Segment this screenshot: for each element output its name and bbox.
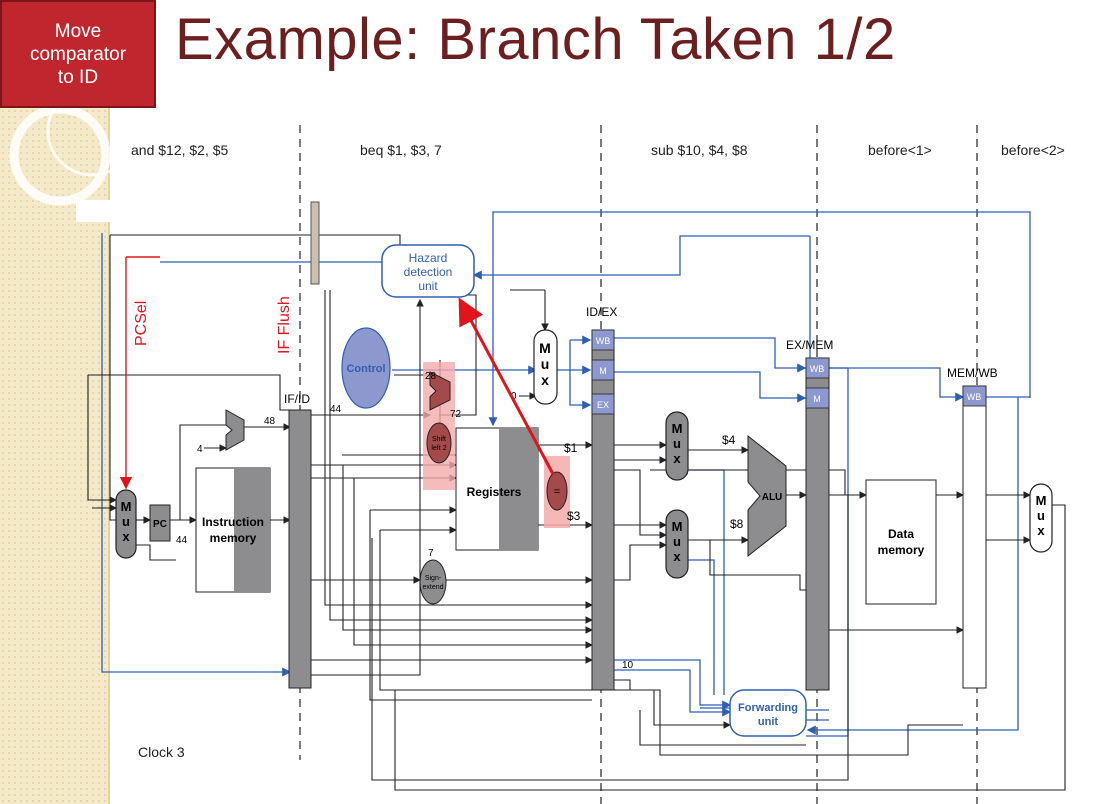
svg-text:u: u bbox=[122, 514, 130, 529]
svg-text:x: x bbox=[673, 549, 681, 564]
decorative-circles bbox=[9, 95, 138, 206]
stage-instr-wb: before<2> bbox=[1001, 142, 1065, 158]
svg-text:detection: detection bbox=[404, 265, 453, 279]
equality-comparator: = bbox=[546, 471, 568, 511]
if-id-label: IF/ID bbox=[284, 392, 310, 406]
id-ex-control-fields: WB M EX bbox=[591, 329, 615, 415]
label-72: 72 bbox=[450, 409, 462, 420]
svg-text:WB: WB bbox=[596, 336, 611, 346]
alu-mux-b: M u x bbox=[665, 509, 689, 579]
svg-text:ALU: ALU bbox=[762, 492, 783, 503]
svg-text:Shift: Shift bbox=[432, 436, 446, 443]
svg-text:x: x bbox=[541, 372, 549, 388]
svg-text:M: M bbox=[813, 394, 821, 404]
reg-s3-label: $3 bbox=[567, 509, 581, 523]
svg-text:Hazard: Hazard bbox=[409, 251, 448, 265]
svg-text:Sign-: Sign- bbox=[425, 575, 442, 582]
mem-wb-wb-label: WB bbox=[967, 392, 982, 402]
svg-text:Forwarding: Forwarding bbox=[738, 702, 798, 714]
svg-text:u: u bbox=[673, 534, 681, 549]
svg-text:u: u bbox=[673, 436, 681, 451]
reg-s4-label: $4 bbox=[722, 433, 736, 447]
svg-text:M: M bbox=[539, 340, 551, 356]
shift-left-2: Shift left 2 bbox=[426, 422, 452, 464]
svg-text:memory: memory bbox=[878, 543, 925, 557]
if-flush-label: IF Flush bbox=[276, 296, 293, 354]
control-unit: Control bbox=[341, 327, 391, 409]
stripe-edge bbox=[108, 0, 110, 804]
stage-instr-if: and $12, $2, $5 bbox=[131, 142, 229, 158]
label-44-id: 44 bbox=[330, 404, 342, 415]
pc-mux: M u x bbox=[115, 489, 137, 559]
pc-register: PC bbox=[149, 504, 171, 542]
stage-instr-id: beq $1, $3, 7 bbox=[360, 142, 442, 158]
compare-to-hazard-arrow bbox=[458, 297, 555, 475]
svg-text:x: x bbox=[122, 529, 130, 544]
svg-text:unit: unit bbox=[758, 716, 778, 728]
svg-text:Registers: Registers bbox=[467, 485, 522, 499]
mem-wb-label: MEM/WB bbox=[947, 366, 998, 380]
svg-text:=: = bbox=[554, 486, 560, 498]
mem-wb-register bbox=[962, 385, 987, 689]
label-48: 48 bbox=[264, 416, 276, 427]
label-28: 28 bbox=[425, 371, 437, 382]
blue-control-lines bbox=[101, 211, 1031, 737]
svg-text:M: M bbox=[1036, 493, 1047, 508]
svg-text:WB: WB bbox=[810, 364, 825, 374]
svg-text:M: M bbox=[672, 421, 683, 436]
register-file: Registers bbox=[455, 427, 539, 551]
alu-mux-a: M u x bbox=[665, 411, 689, 481]
svg-text:memory: memory bbox=[210, 531, 257, 545]
svg-text:extend: extend bbox=[422, 584, 443, 591]
svg-text:M: M bbox=[672, 519, 683, 534]
svg-text:Control: Control bbox=[346, 363, 385, 375]
const-4-label: 4 bbox=[197, 444, 203, 455]
writeback-mux: M u x bbox=[1029, 483, 1053, 553]
note-badge: Move comparator to ID bbox=[0, 0, 156, 108]
pcsel-annotation: PCSel bbox=[119, 256, 160, 490]
svg-text:M: M bbox=[599, 366, 607, 376]
mem-wb-wb-field bbox=[962, 385, 987, 407]
clock-label: Clock 3 bbox=[138, 744, 185, 760]
svg-text:PC: PC bbox=[153, 519, 167, 530]
stage-instr-ex: sub $10, $4, $8 bbox=[651, 142, 748, 158]
svg-text:u: u bbox=[1037, 508, 1045, 523]
if-flush-bar bbox=[310, 201, 320, 285]
svg-text:PCSel: PCSel bbox=[133, 301, 150, 346]
stage-instr-mem: before<1> bbox=[868, 142, 932, 158]
data-memory: Data memory bbox=[865, 479, 937, 605]
instruction-memory: Instruction memory bbox=[195, 467, 271, 593]
alu: ALU bbox=[747, 434, 787, 558]
ex-mem-label: EX/MEM bbox=[786, 338, 833, 352]
label-7: 7 bbox=[428, 548, 434, 559]
svg-text:left 2: left 2 bbox=[431, 445, 446, 452]
forwarding-unit: Forwarding unit bbox=[729, 689, 807, 737]
slide-title: Example: Branch Taken 1/2 bbox=[175, 7, 896, 72]
reg-s8-label: $8 bbox=[730, 517, 744, 531]
label-44-pc: 44 bbox=[176, 535, 188, 546]
stripe-cover bbox=[76, 200, 110, 222]
ex-mem-control-fields: WB M bbox=[805, 357, 830, 409]
svg-text:EX: EX bbox=[597, 400, 609, 410]
svg-text:Data: Data bbox=[888, 527, 914, 541]
pc-adder bbox=[225, 409, 245, 451]
svg-text:Instruction: Instruction bbox=[202, 515, 264, 529]
sign-extend: Sign- extend bbox=[419, 559, 447, 605]
datapath-lines bbox=[87, 234, 1066, 791]
svg-text:M: M bbox=[121, 499, 132, 514]
svg-text:unit: unit bbox=[418, 279, 438, 293]
zero-label: 0 bbox=[511, 391, 517, 402]
id-ex-register bbox=[591, 329, 615, 691]
id-ex-label: ID/EX bbox=[586, 305, 617, 319]
svg-text:x: x bbox=[673, 451, 681, 466]
hazard-detection-unit: Hazard detection unit bbox=[381, 244, 475, 298]
svg-text:u: u bbox=[541, 356, 550, 372]
control-mux: M u x bbox=[533, 329, 558, 405]
branch-adder bbox=[429, 371, 451, 411]
reg-s1-label: $1 bbox=[564, 441, 578, 455]
svg-text:x: x bbox=[1037, 523, 1045, 538]
label-10: 10 bbox=[622, 660, 634, 671]
if-id-register bbox=[288, 409, 312, 689]
